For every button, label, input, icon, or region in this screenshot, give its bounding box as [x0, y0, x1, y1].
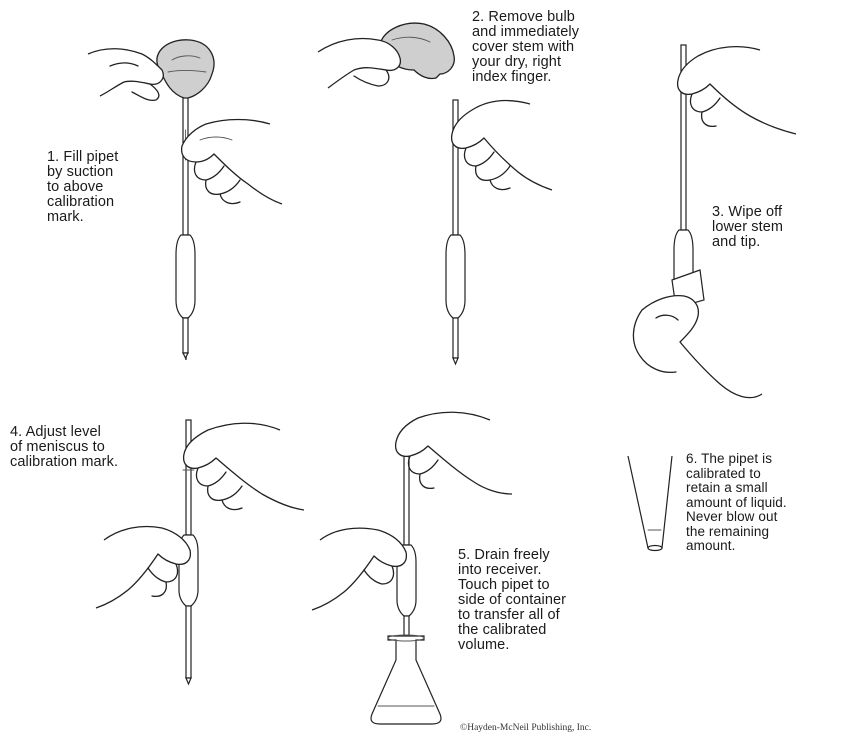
- step-2-line-5: index finger.: [472, 70, 579, 85]
- step-5-line-3: Touch pipet to: [458, 578, 566, 593]
- left-hand-3: [633, 296, 762, 398]
- step-3-line-2: lower stem: [712, 220, 783, 235]
- step-3-line-3: and tip.: [712, 235, 783, 250]
- step-5-line-1: 5. Drain freely: [458, 548, 566, 563]
- step-3-line-1: 3. Wipe off: [712, 205, 783, 220]
- step-6-line-2: calibrated to: [686, 467, 787, 482]
- step-6-line-1: 6. The pipet is: [686, 452, 787, 467]
- erlenmeyer-flask: [371, 635, 441, 724]
- step-1-line-1: 1. Fill pipet: [47, 150, 118, 165]
- left-hand-1: [88, 49, 163, 101]
- step-5-line-5: to transfer all of: [458, 608, 566, 623]
- step-5-line-2: into receiver.: [458, 563, 566, 578]
- step-5-line-7: volume.: [458, 638, 566, 653]
- step-2-caption: 2. Remove bulb and immediately cover ste…: [472, 10, 579, 85]
- step-4-line-1: 4. Adjust level: [10, 425, 118, 440]
- panel-6-pipet-tip: [628, 456, 672, 551]
- step-5-line-6: the calibrated: [458, 623, 566, 638]
- step-4-line-2: of meniscus to: [10, 440, 118, 455]
- copyright-credit: ©Hayden-McNeil Publishing, Inc.: [460, 723, 591, 733]
- step-3-caption: 3. Wipe off lower stem and tip.: [712, 205, 783, 250]
- pipet-tip-closeup: [628, 456, 672, 548]
- step-2-line-1: 2. Remove bulb: [472, 10, 579, 25]
- left-hand-5: [312, 528, 406, 610]
- step-1-line-2: by suction: [47, 165, 118, 180]
- step-6-line-5: Never blow out: [686, 510, 787, 525]
- step-1-line-5: mark.: [47, 210, 118, 225]
- rubber-bulb-1: [157, 40, 214, 98]
- step-4-line-3: calibration mark.: [10, 455, 118, 470]
- step-6-line-7: amount.: [686, 539, 787, 554]
- step-4-caption: 4. Adjust level of meniscus to calibrati…: [10, 425, 118, 470]
- panel-4-adjust-level: [96, 420, 304, 684]
- step-2-line-4: your dry, right: [472, 55, 579, 70]
- left-hand-4: [96, 527, 190, 609]
- right-hand-2: [452, 101, 552, 190]
- step-6-line-6: the remaining: [686, 525, 787, 540]
- right-hand-5: [396, 412, 512, 494]
- step-1-caption: 1. Fill pipet by suction to above calibr…: [47, 150, 118, 225]
- step-6-caption: 6. The pipet is calibrated to retain a s…: [686, 452, 787, 554]
- step-6-line-3: retain a small: [686, 481, 787, 496]
- step-1-line-4: calibration: [47, 195, 118, 210]
- left-hand-2: [318, 39, 400, 89]
- step-1-line-3: to above: [47, 180, 118, 195]
- step-6-line-4: amount of liquid.: [686, 496, 787, 511]
- step-2-line-2: and immediately: [472, 25, 579, 40]
- step-2-line-3: cover stem with: [472, 40, 579, 55]
- step-5-caption: 5. Drain freely into receiver. Touch pip…: [458, 548, 566, 653]
- right-hand-1: [182, 120, 282, 205]
- step-5-line-4: side of container: [458, 593, 566, 608]
- right-hand-4: [184, 423, 304, 510]
- right-hand-3: [678, 47, 796, 134]
